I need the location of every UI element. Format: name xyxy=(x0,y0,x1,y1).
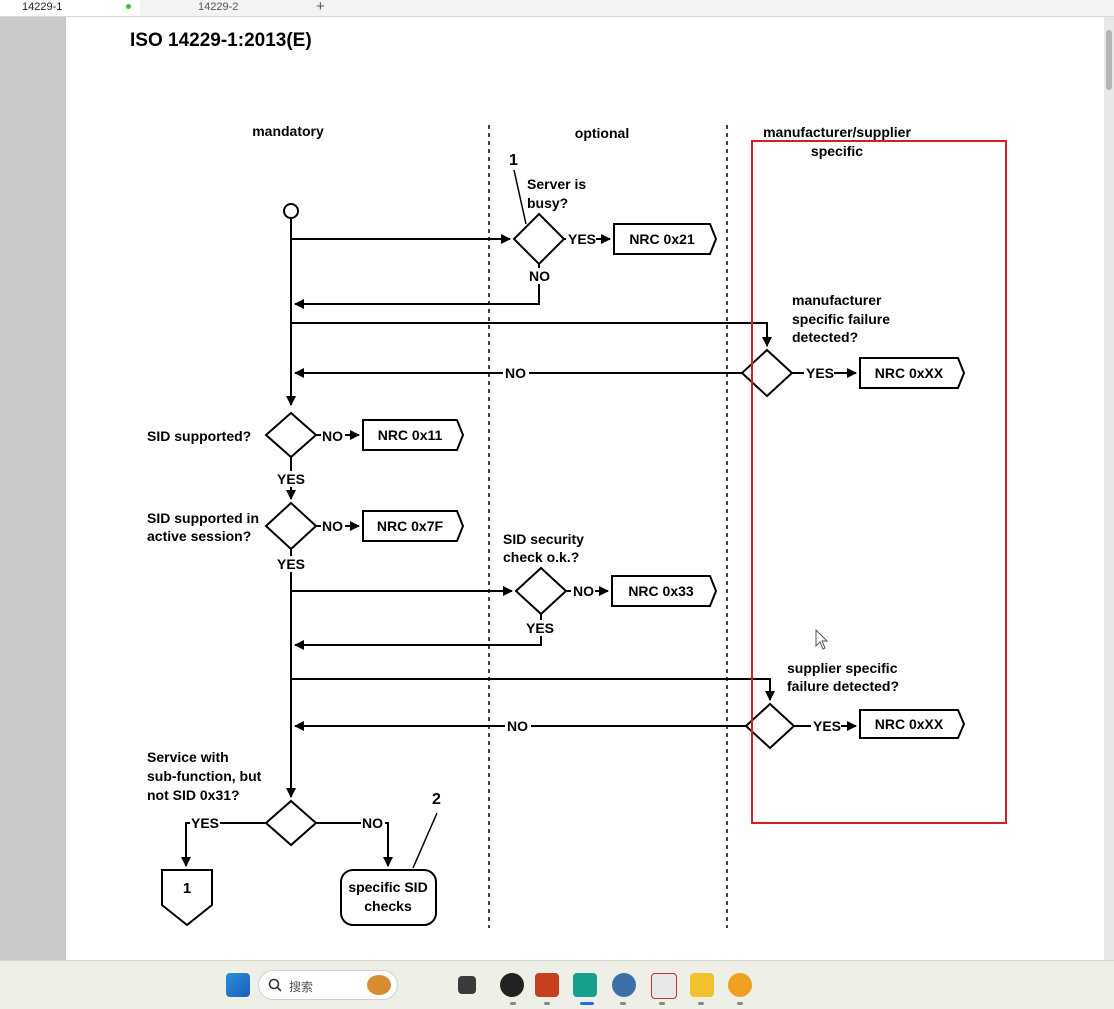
tab-label: 14229-2 xyxy=(198,1,239,13)
active-indicator xyxy=(580,1002,594,1005)
edge-no-subfunction: NO xyxy=(362,815,383,831)
nrc-0x21-label: NRC 0x21 xyxy=(629,231,695,247)
scrollbar-thumb[interactable] xyxy=(1106,30,1112,90)
column-header-optional: optional xyxy=(575,125,629,141)
callout-1: 1 xyxy=(509,152,518,169)
specific-sid-checks-box xyxy=(340,869,437,926)
taskbar: 搜索 xyxy=(0,960,1114,1009)
nrc-0x33-label: NRC 0x33 xyxy=(628,583,694,599)
running-indicator xyxy=(737,1002,743,1005)
edge-no-busy: NO xyxy=(529,268,550,284)
viewer-left-margin xyxy=(0,17,66,960)
label-server-busy-2: busy? xyxy=(527,195,568,211)
nrc-0x11-box xyxy=(362,419,465,451)
running-indicator xyxy=(659,1002,665,1005)
edge-no-session: NO xyxy=(322,518,343,534)
edge-yes-session: YES xyxy=(277,556,305,572)
decision-server-busy xyxy=(512,212,566,266)
edge-yes-supplier: YES xyxy=(813,718,841,734)
label-supplier-failure-2: failure detected? xyxy=(787,678,899,694)
edge-yes-security: YES xyxy=(526,620,554,636)
nrc-0x33-box xyxy=(611,575,718,607)
app-icon[interactable] xyxy=(651,973,677,999)
search-placeholder: 搜索 xyxy=(289,980,314,994)
callout-2: 2 xyxy=(432,791,441,808)
label-sid-session-2: active session? xyxy=(147,528,251,544)
running-indicator xyxy=(620,1002,626,1005)
nrc-0x21-box xyxy=(613,223,718,255)
label-mfr-failure-2: specific failure xyxy=(792,311,890,327)
nrc-0xXX-supplier-box xyxy=(859,709,966,739)
widget-icon[interactable] xyxy=(367,975,391,995)
edge-yes-busy: YES xyxy=(568,231,596,247)
nrc-0xXX-manufacturer-box xyxy=(859,357,966,389)
flowchart: mandatory optional manufacturer/supplier… xyxy=(147,123,1007,928)
decision-sid-session xyxy=(264,501,318,551)
end-connector-label: 1 xyxy=(183,880,191,897)
highlight-box xyxy=(751,140,1007,824)
edge-no-supplier: NO xyxy=(507,718,528,734)
running-indicator xyxy=(544,1002,550,1005)
decision-manufacturer-failure xyxy=(740,348,794,398)
decision-sid-security xyxy=(514,566,568,616)
edge-no-sid: NO xyxy=(322,428,343,444)
specific-checks-label-2: checks xyxy=(364,898,412,914)
decision-sid-supported xyxy=(264,411,318,459)
edge-labels: YES NO YES NO NO YES NO YES NO YES YES N… xyxy=(190,231,841,831)
document-page xyxy=(66,17,1104,960)
scrollbar[interactable] xyxy=(1104,17,1114,960)
tab-14229-2[interactable]: 14229-2 xyxy=(140,0,308,16)
app-icon[interactable] xyxy=(500,973,524,997)
end-connector-1 xyxy=(161,869,213,927)
browser-icon[interactable] xyxy=(612,973,636,997)
edge-yes-sid: YES xyxy=(277,471,305,487)
label-subfunction-1: Service with xyxy=(147,749,229,765)
file-explorer-icon[interactable] xyxy=(690,973,714,997)
label-sid-supported: SID supported? xyxy=(147,428,251,444)
task-view-icon[interactable] xyxy=(458,976,476,994)
app-icon[interactable] xyxy=(573,973,597,997)
label-sid-session-1: SID supported in xyxy=(147,510,259,526)
search-icon xyxy=(268,978,282,992)
label-mfr-failure-1: manufacturer xyxy=(792,292,882,308)
edge-no-security: NO xyxy=(573,583,594,599)
decision-subfunction xyxy=(264,799,318,847)
label-sid-security-2: check o.k.? xyxy=(503,549,579,565)
tab-status-dot xyxy=(126,4,131,9)
label-supplier-failure-1: supplier specific xyxy=(787,660,898,676)
nrc-mfr-label: NRC 0xXX xyxy=(875,365,944,381)
tab-label: 14229-1 xyxy=(22,1,63,13)
tab-14229-1[interactable]: 14229-1 xyxy=(0,0,140,16)
search-input[interactable]: 搜索 xyxy=(258,970,398,1000)
column-header-manufacturer-line1: manufacturer/supplier xyxy=(763,124,911,140)
running-indicator xyxy=(698,1002,704,1005)
nrc-supplier-label: NRC 0xXX xyxy=(875,716,944,732)
running-indicator xyxy=(510,1002,516,1005)
label-sid-security-1: SID security xyxy=(503,531,584,547)
decision-supplier-failure xyxy=(744,702,796,750)
label-subfunction-2: sub-function, but xyxy=(147,768,262,784)
new-tab-button[interactable]: + xyxy=(316,0,325,15)
nrc-0x7F-box xyxy=(362,510,465,542)
powerpoint-icon[interactable] xyxy=(535,973,559,997)
page-title: ISO 14229-1:2013(E) xyxy=(130,30,312,51)
edge-yes-mfr: YES xyxy=(806,365,834,381)
mouse-cursor-icon xyxy=(815,628,829,650)
column-header-mandatory: mandatory xyxy=(252,123,324,139)
label-mfr-failure-3: detected? xyxy=(792,329,858,345)
edge-no-mfr: NO xyxy=(505,365,526,381)
label-server-busy-1: Server is xyxy=(527,176,586,192)
label-subfunction-3: not SID 0x31? xyxy=(147,787,240,803)
specific-checks-label-1: specific SID xyxy=(348,879,427,895)
windows-start-icon[interactable] xyxy=(226,973,250,997)
nrc-0x7F-label: NRC 0x7F xyxy=(377,518,444,534)
start-node xyxy=(283,203,299,219)
column-header-manufacturer-line2: specific xyxy=(811,143,863,159)
nrc-0x11-label: NRC 0x11 xyxy=(378,427,443,443)
app-icon[interactable] xyxy=(728,973,752,997)
tab-bar: 14229-1 14229-2 + xyxy=(0,0,1114,17)
edge-yes-subfunction: YES xyxy=(191,815,219,831)
